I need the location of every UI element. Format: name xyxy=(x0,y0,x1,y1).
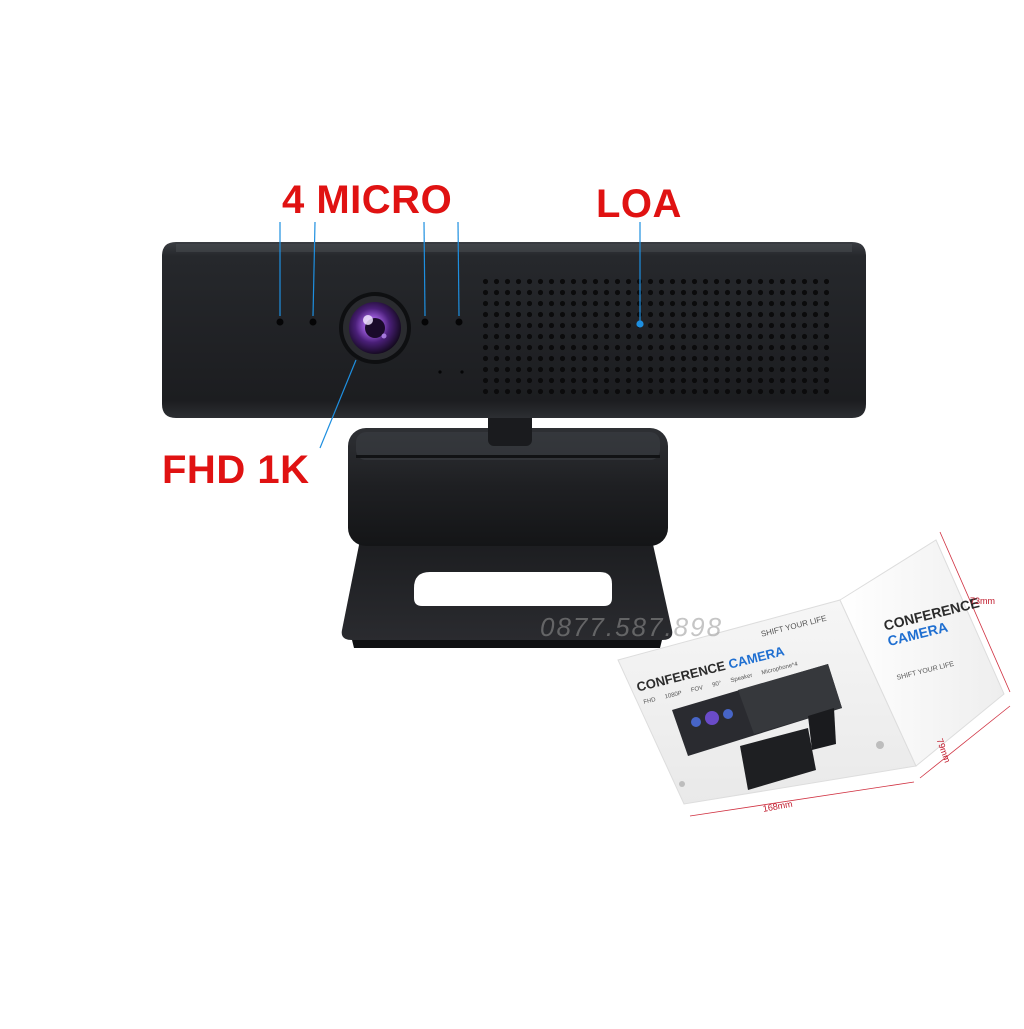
webcam-body xyxy=(162,242,866,418)
camera-callout-label: FHD 1K xyxy=(162,448,310,492)
speaker-grille xyxy=(480,276,832,400)
webcam-stand xyxy=(341,540,673,648)
box-camera-print xyxy=(672,664,884,790)
microphone-hole xyxy=(455,318,463,326)
callout-lines xyxy=(279,221,644,449)
box-height-dimension: 73mm xyxy=(970,596,996,606)
micro-callout-label: 4 MICRO xyxy=(282,178,453,222)
microphone-hole xyxy=(309,318,317,326)
product-box xyxy=(617,531,1011,817)
microphone-hole xyxy=(276,318,284,326)
microphone-hole xyxy=(421,318,429,326)
phone-watermark: 0877.587.898 xyxy=(540,612,724,642)
speaker-callout-label: LOA xyxy=(596,182,682,226)
camera-lens xyxy=(339,292,411,364)
